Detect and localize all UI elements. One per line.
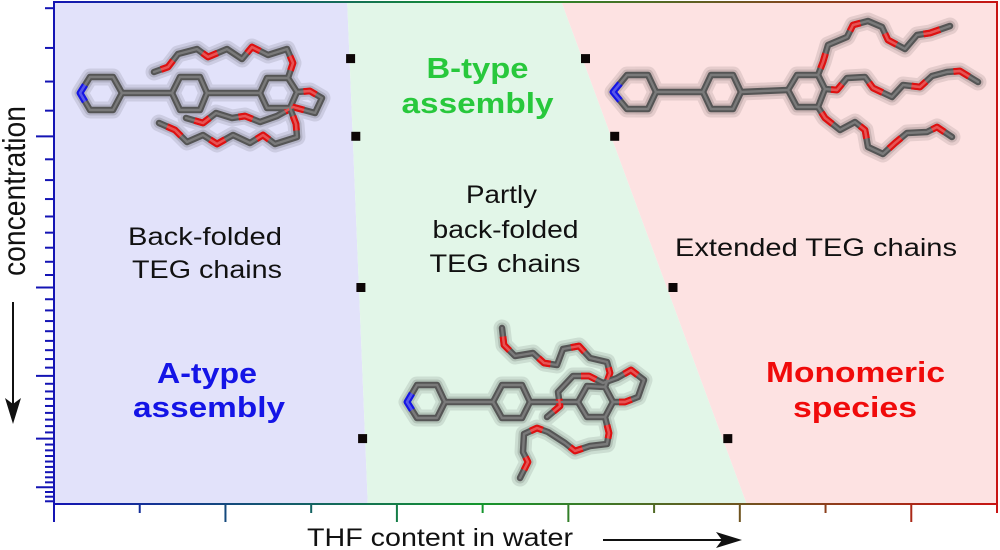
- m-phase-label: Monomeric species: [766, 357, 945, 424]
- molecule-back-folded: [71, 38, 331, 153]
- oxygen-atom-highlight: [194, 117, 211, 125]
- oxygen-atom-highlight: [619, 398, 632, 404]
- b-conformation-line: TEG chains: [430, 250, 581, 278]
- oxygen-atom-highlight: [623, 368, 639, 376]
- y-axis-label: concentration: [0, 106, 32, 276]
- x-axis-direction-arrow: [603, 532, 742, 548]
- region-annotations: Back-folded TEG chains A-type assembly B…: [128, 53, 957, 424]
- a-phase-label-line: A-type: [157, 358, 257, 390]
- boundary-point: [610, 131, 620, 141]
- y-arrow-head: [5, 398, 21, 424]
- boundary-point: [356, 283, 366, 292]
- x-arrow-head: [716, 532, 742, 548]
- oxygen-atom-highlight: [209, 138, 226, 146]
- boundary-point: [668, 283, 678, 292]
- bond-chain-highlight: [823, 69, 980, 99]
- oxygen-atom-highlight: [931, 125, 946, 133]
- molecule-stick-highlights: [611, 19, 980, 156]
- a-conformation-line: Back-folded: [128, 223, 282, 251]
- y-axis-ticks: [36, 7, 54, 503]
- bond-chain-highlight: [500, 326, 612, 389]
- oxygen-atom-highlight: [552, 398, 562, 413]
- oxygen-atom-highlight: [570, 344, 586, 353]
- oxygen-atom-highlight: [606, 367, 612, 381]
- oxygen-atom-highlight: [284, 105, 305, 113]
- b-phase-label-line: B-type: [427, 53, 529, 85]
- region-a-type-assembly: [54, 2, 368, 504]
- boundary-point: [358, 434, 368, 444]
- oxygen-atom-highlight: [569, 446, 583, 453]
- axis-labels: THF content in water concentration: [0, 106, 742, 550]
- boundary-point: [723, 434, 733, 444]
- b-conformation-text: Partly back-folded TEG chains: [430, 181, 581, 278]
- y-axis-direction-arrow: [5, 302, 21, 424]
- oxygen-atom-highlight: [291, 115, 298, 131]
- bond-chain-highlight: [816, 105, 954, 156]
- bond-chain-highlight: [816, 19, 952, 77]
- plot-frame: [53, 1, 998, 505]
- oxygen-atom-highlight: [923, 28, 941, 36]
- b-phase-label: B-type assembly: [402, 53, 554, 120]
- m-phase-label-line: Monomeric: [766, 357, 945, 389]
- a-phase-label-line: assembly: [133, 392, 285, 424]
- phase-boundary-points: [346, 54, 733, 444]
- molecule-stick-highlights: [78, 45, 324, 146]
- oxygen-atom-highlight: [303, 89, 317, 96]
- b-conformation-line: back-folded: [433, 216, 579, 244]
- oxygen-atom-highlight: [848, 21, 861, 32]
- bond-chain-highlight: [739, 88, 790, 94]
- nitrogen-atom-highlight: [405, 392, 414, 411]
- molecule-stick-highlights: [405, 326, 646, 480]
- a-phase-label: A-type assembly: [133, 358, 285, 424]
- oxygen-atom-highlight: [883, 32, 898, 46]
- oxygen-atom-highlight: [581, 374, 597, 381]
- b-phase-label-line: assembly: [402, 88, 554, 120]
- bond-chain-highlight: [184, 89, 324, 125]
- bond-chain-highlight: [518, 415, 611, 480]
- m-phase-label-line: species: [793, 392, 917, 424]
- molecule-illustrations: [71, 12, 987, 487]
- oxygen-atom-highlight: [501, 336, 511, 352]
- nitrogen-atom-highlight: [78, 84, 87, 103]
- oxygen-atom-highlight: [166, 125, 182, 137]
- boundary-point: [581, 54, 590, 64]
- oxygen-atom-highlight: [888, 137, 902, 150]
- oxygen-atom-highlight: [537, 357, 551, 366]
- oxygen-atom-highlight: [911, 80, 927, 89]
- oxygen-atom-highlight: [820, 111, 834, 125]
- oxygen-atom-highlight: [830, 83, 843, 92]
- molecule-extended: [604, 12, 987, 163]
- oxygen-atom-highlight: [522, 456, 530, 471]
- b-conformation-line: Partly: [466, 181, 538, 209]
- oxygen-atom-highlight: [160, 59, 174, 71]
- oxygen-atom-highlight: [819, 53, 827, 69]
- a-conformation-line: TEG chains: [132, 256, 282, 284]
- bond-chain-highlight: [157, 106, 299, 146]
- a-conformation-text: Back-folded TEG chains: [128, 223, 282, 284]
- oxygen-atom-highlight: [255, 133, 270, 141]
- oxygen-atom-highlight: [605, 424, 611, 439]
- x-axis-label: THF content in water: [307, 524, 573, 550]
- oxygen-atom-highlight: [953, 69, 970, 78]
- oxygen-atom-highlight: [868, 81, 884, 94]
- molecule-partly-back-folded: [398, 319, 653, 487]
- boundary-point: [346, 54, 356, 64]
- oxygen-atom-highlight: [288, 55, 295, 71]
- oxygen-atom-highlight: [529, 426, 543, 433]
- x-axis-ticks: [53, 504, 998, 522]
- bond-chain-highlight: [152, 45, 295, 80]
- m-conformation-text: Extended TEG chains: [675, 234, 957, 262]
- region-monomeric-species: [561, 2, 997, 504]
- oxygen-atom-highlight: [238, 114, 253, 121]
- m-conformation-line: Extended TEG chains: [675, 234, 957, 262]
- oxygen-atom-highlight: [201, 51, 218, 59]
- oxygen-atom-highlight: [246, 45, 261, 54]
- bond-chain-highlight: [545, 368, 646, 419]
- oxygen-atom-highlight: [859, 125, 868, 139]
- boundary-point: [351, 131, 361, 141]
- nitrogen-atom-highlight: [611, 82, 621, 102]
